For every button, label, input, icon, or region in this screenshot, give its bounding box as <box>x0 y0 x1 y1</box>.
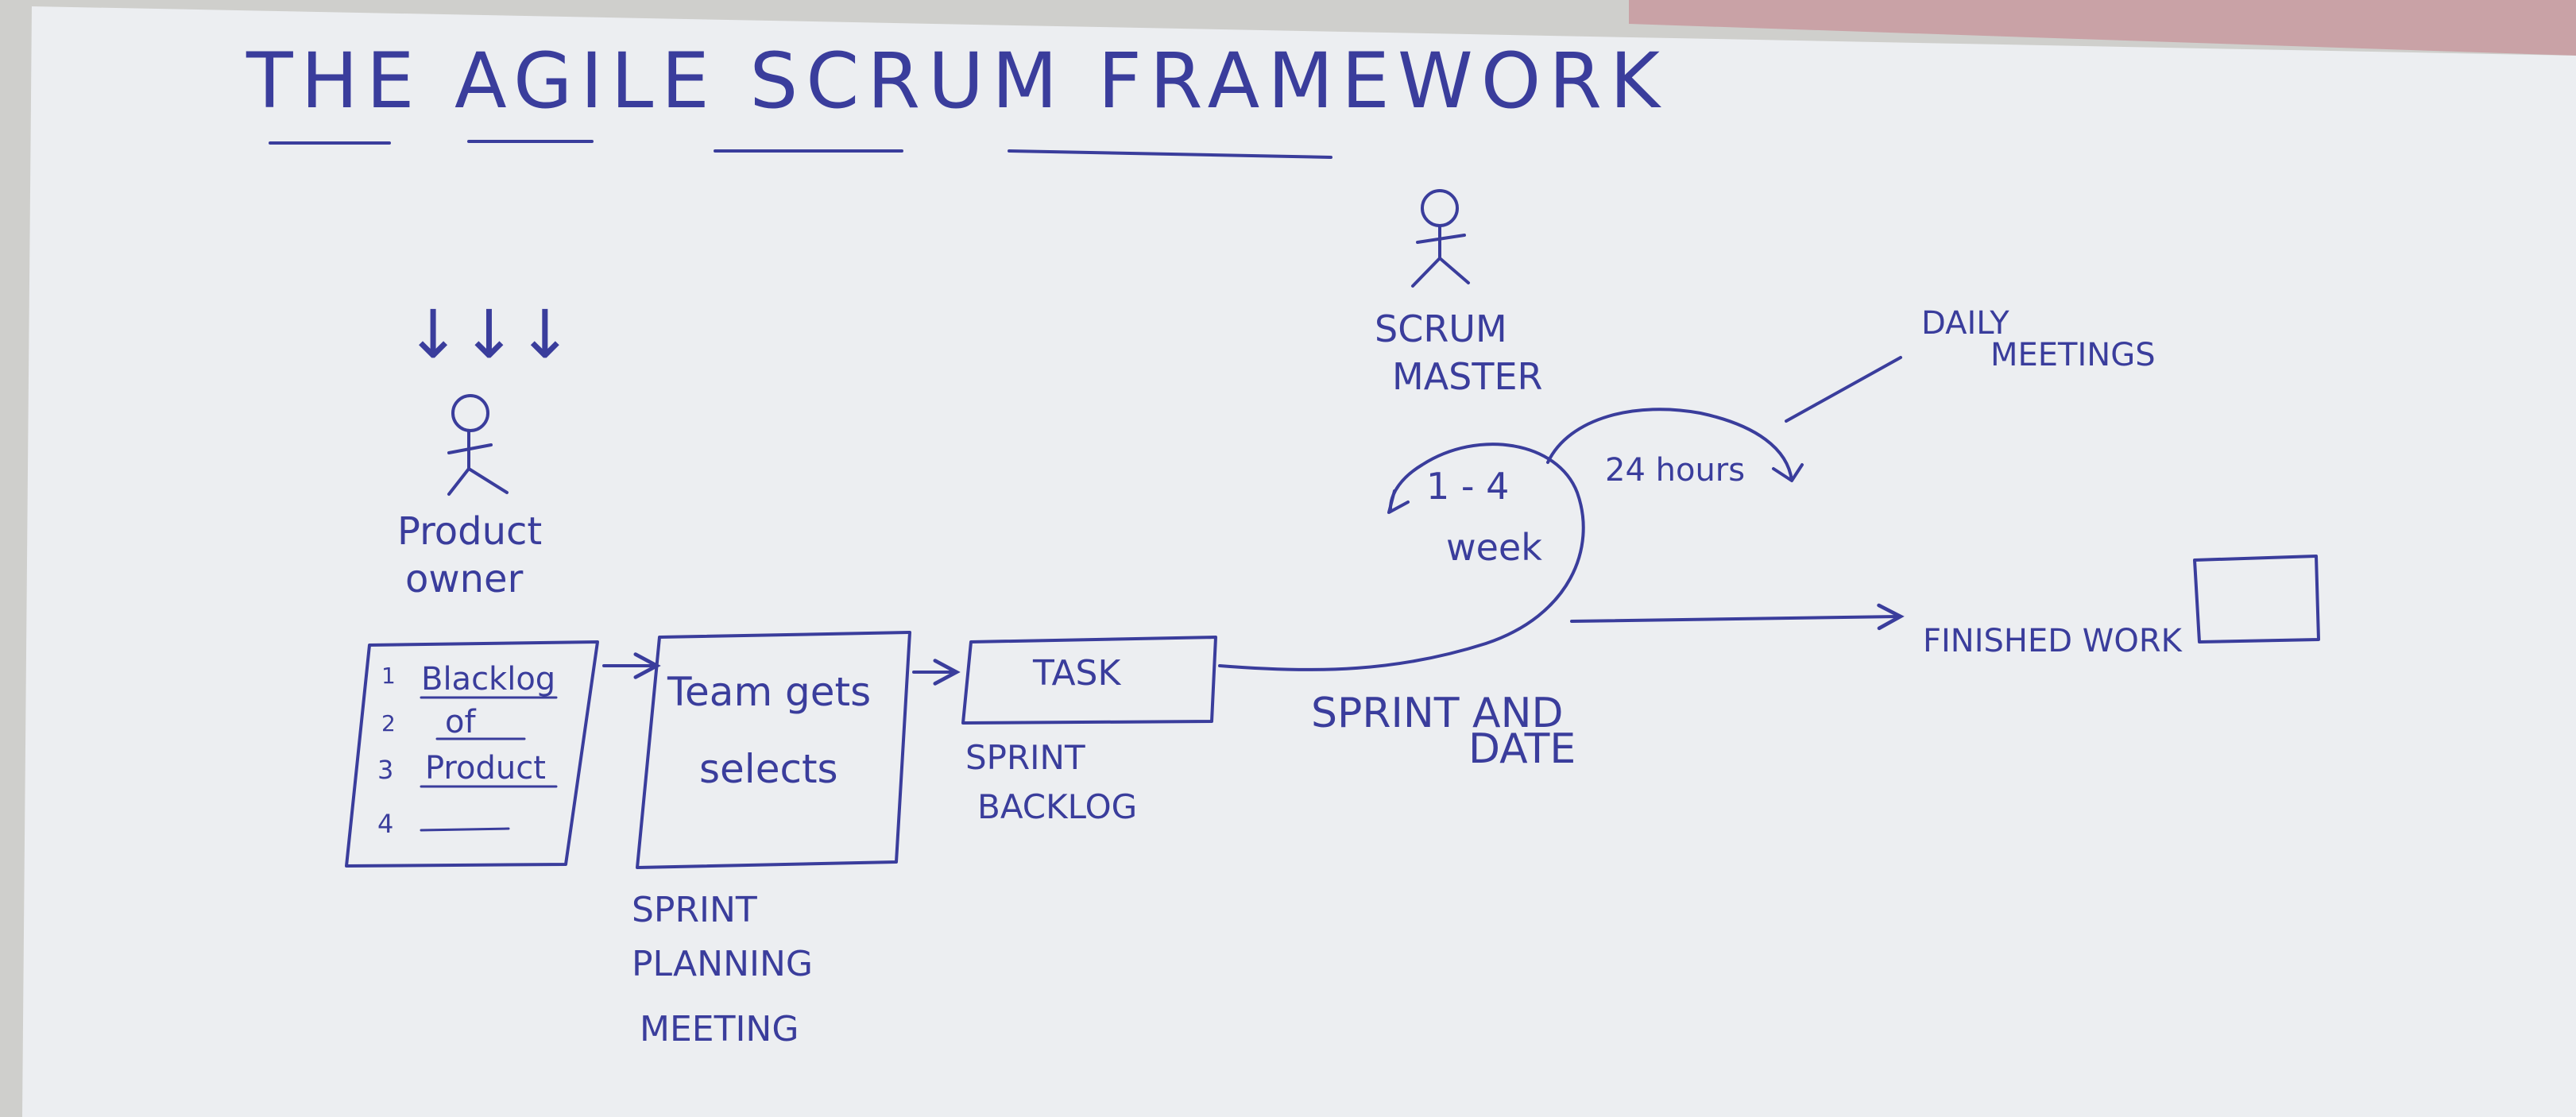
backlog-item-text: Blacklog <box>421 661 555 698</box>
product-backlog-box: 1 Blacklog 2 of 3 Product 4 <box>345 640 599 868</box>
diagram-title: THE AGILE SCRUM FRAMEWORK <box>246 37 1668 126</box>
daily-hours: 24 hours <box>1605 452 1745 489</box>
cycle-line2: week <box>1446 526 1542 569</box>
cycle-arrowhead <box>1387 489 1410 514</box>
backlog-item-text: of <box>445 704 476 740</box>
title-underlines <box>269 140 1332 159</box>
product-owner-figure <box>447 394 509 496</box>
scrum-master-line2: MASTER <box>1392 355 1542 398</box>
sprint-planning-line2: PLANNING <box>632 944 813 984</box>
daily-line2: MEETINGS <box>1990 337 2156 373</box>
backlog-item-number: 3 <box>377 755 393 785</box>
product-owner-label-2: owner <box>405 557 524 601</box>
team-selects-box <box>636 631 911 869</box>
daily-cycle-loop <box>1546 408 1804 482</box>
daily-pointer-line <box>1785 356 1902 423</box>
task-label: TASK <box>1032 653 1121 694</box>
backlog-item-number: 4 <box>377 809 393 839</box>
scrum-master-line1: SCRUM <box>1375 307 1507 350</box>
finished-arrow <box>1570 603 1905 631</box>
fabric-corner <box>1629 0 2576 56</box>
down-arrows-icon: ↓↓↓ <box>405 296 573 373</box>
scrum-master-figure <box>1411 189 1470 288</box>
sprint-planning-line1: SPRINT <box>632 890 757 930</box>
sprint-end-line2: DATE <box>1468 725 1576 773</box>
backlog-item-text: Product <box>425 750 546 787</box>
backlog-item-number: 2 <box>381 710 396 736</box>
sprint-cycle-loop <box>1218 443 1585 671</box>
backlog-item-number: 1 <box>381 663 396 689</box>
cycle-line1: 1 - 4 <box>1426 465 1509 508</box>
daily-line1: DAILY <box>1921 305 2009 342</box>
team-box-line2: selects <box>699 746 838 792</box>
sprint-backlog-line1: SPRINT <box>965 738 1085 777</box>
sprint-planning-line3: MEETING <box>640 1009 799 1049</box>
task-box <box>961 636 1217 725</box>
product-owner-label-1: Product <box>397 509 542 554</box>
team-box-line1: Team gets <box>667 669 871 715</box>
finished-work-label: FINISHED WORK <box>1923 623 2183 659</box>
finished-work-box <box>2193 555 2320 644</box>
paper-sheet <box>22 6 2576 1117</box>
sprint-backlog-line2: BACKLOG <box>977 787 1137 826</box>
sprint-end-line1: SPRINT AND <box>1311 690 1564 737</box>
